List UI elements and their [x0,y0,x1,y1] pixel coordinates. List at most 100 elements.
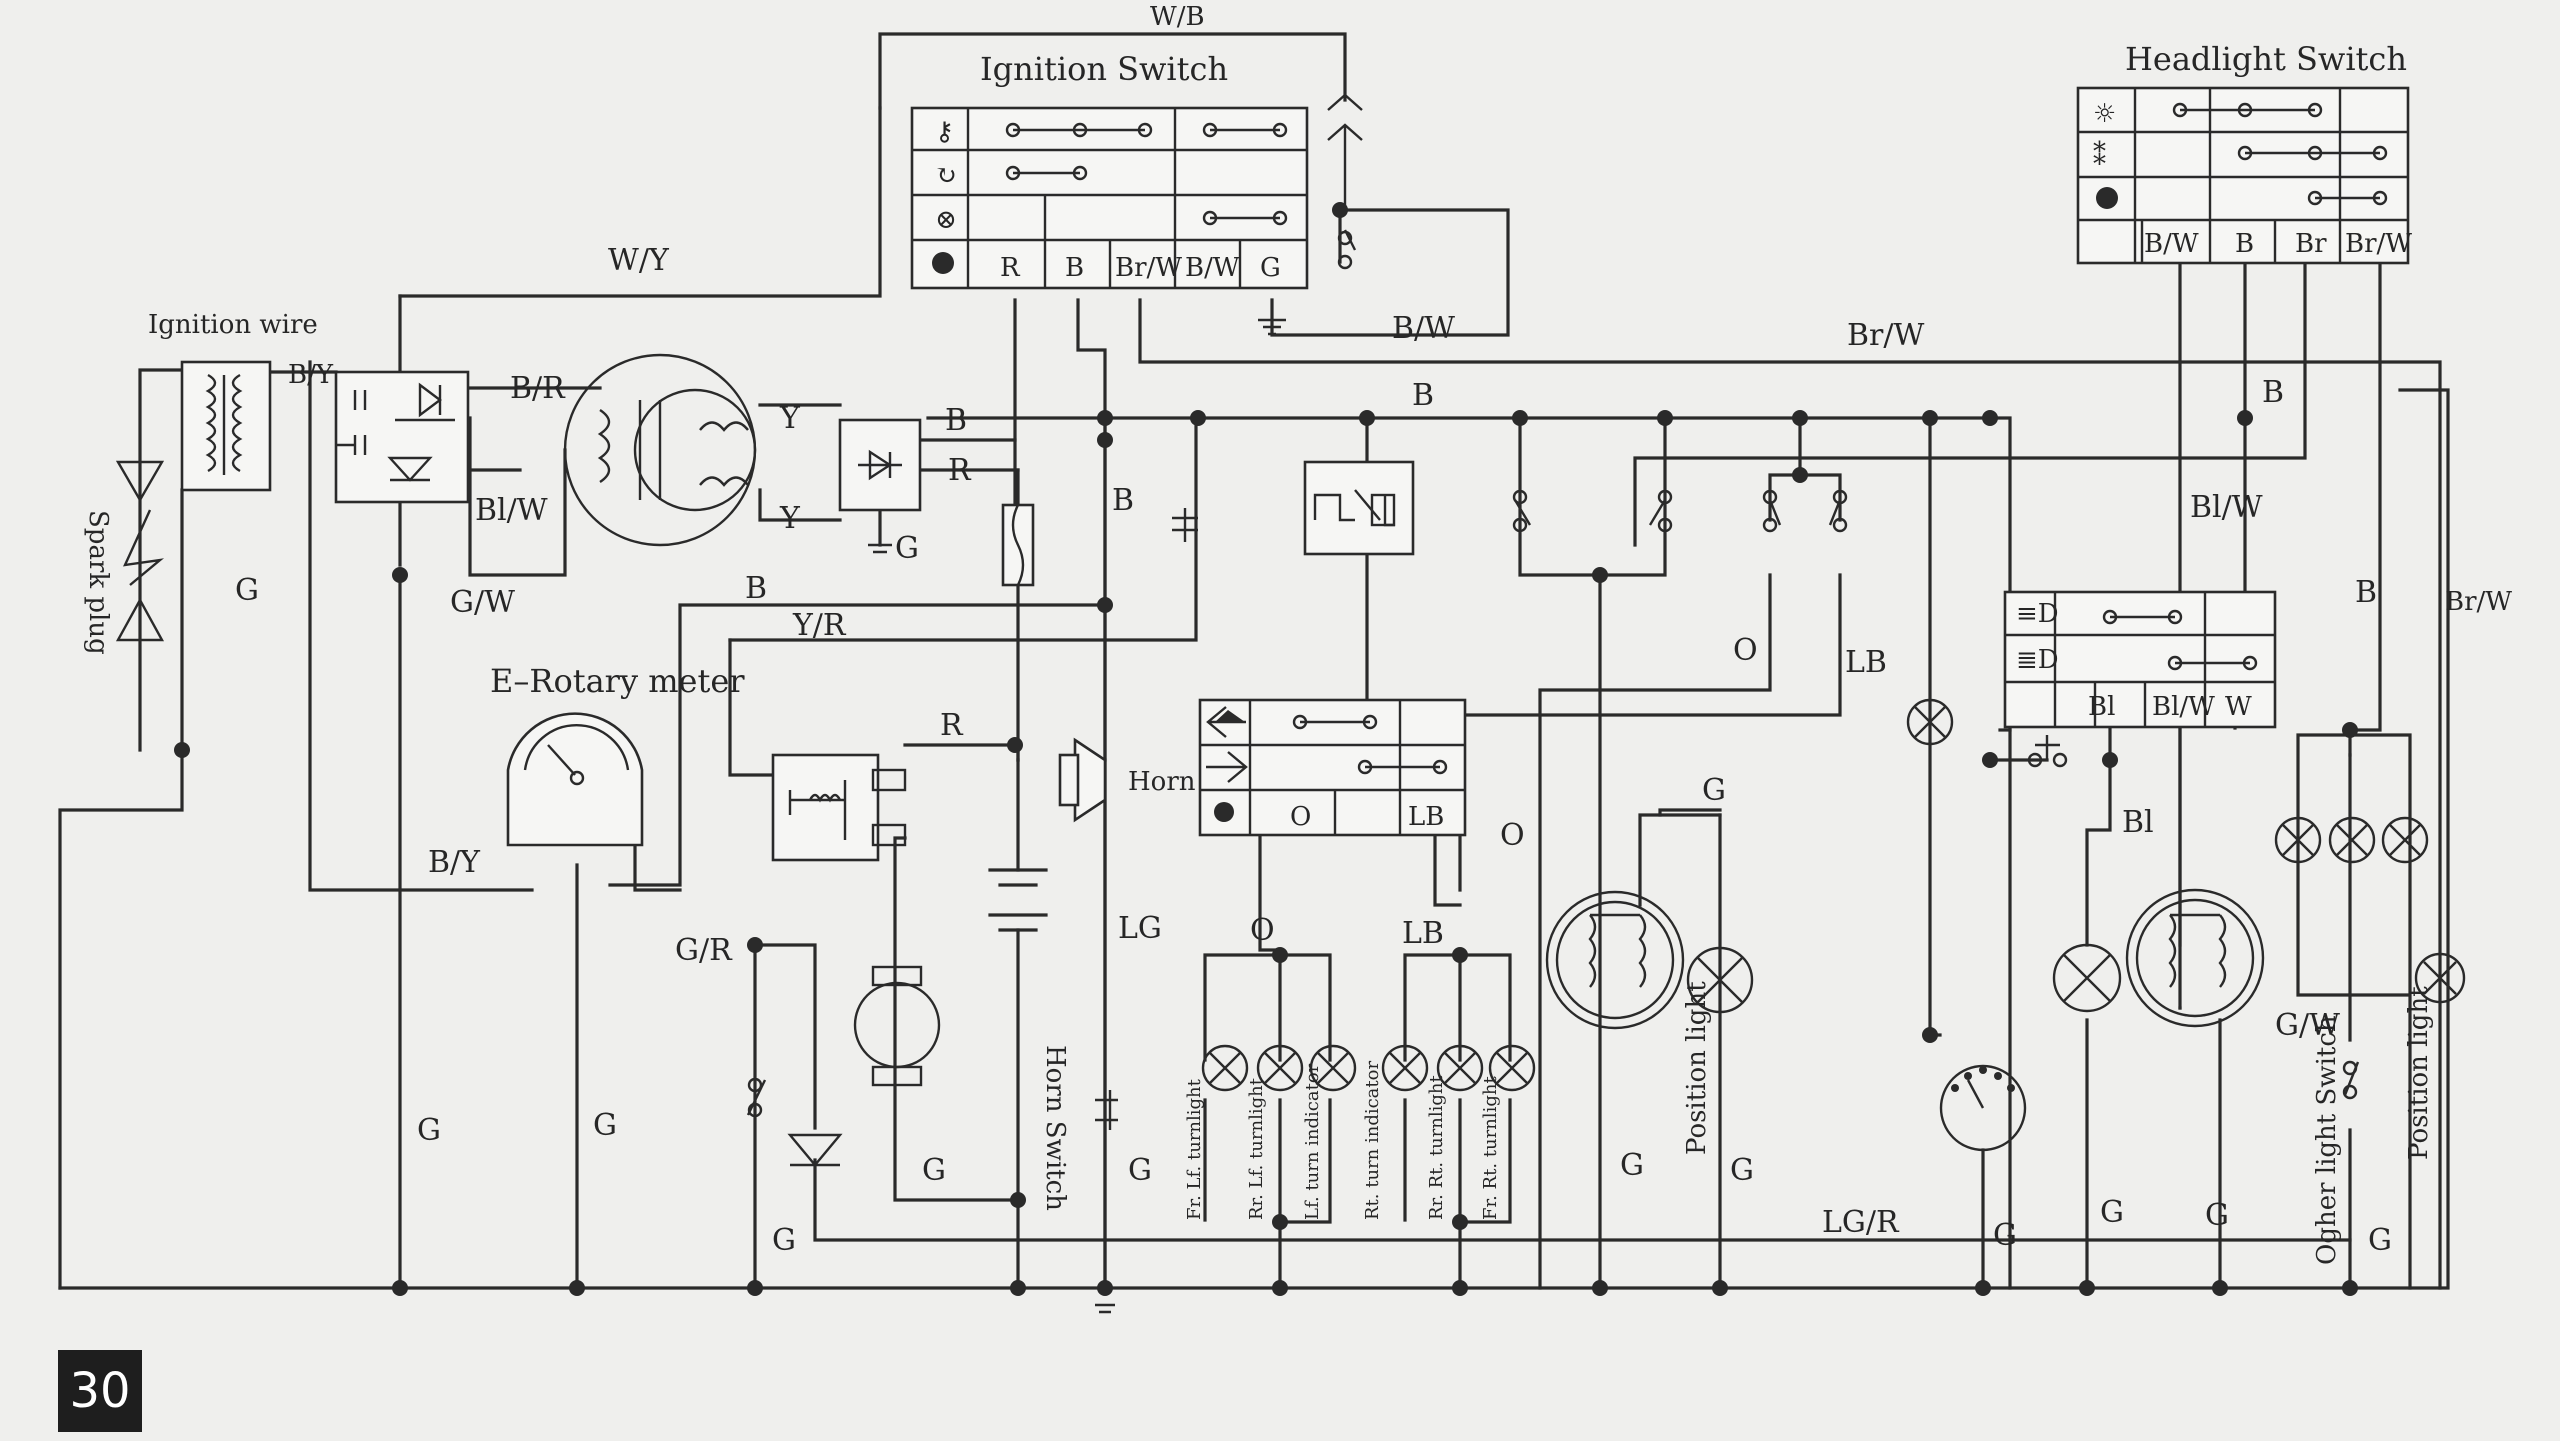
fuse-switch-left [1172,508,1198,542]
battery [988,868,1048,932]
hl-col-brw: Br/W [2345,229,2412,259]
dimmer-switch: ≡D ≣D Bl Bl/W W [2003,590,2277,729]
stator [563,353,757,547]
label-gr: G/R [675,933,733,968]
label-g-spark: G [235,573,259,608]
high-beam-icon: ≡D [2016,599,2059,629]
rotary-meter-label: E–Rotary meter [490,662,745,700]
label-b-left: B [745,571,767,606]
ign-col-g: G [1260,253,1281,283]
spark-plug: Spark plug [83,460,165,655]
label-by: B/Y [288,360,334,390]
rectifier [838,418,922,512]
label-r-starter: R [940,708,964,743]
label-r-rect: R [948,453,972,488]
label-y1: Y [779,401,801,436]
fuse [1001,503,1035,587]
e-rotary-meter: E–Rotary meter [490,662,745,847]
sun-icon: ☼ [2093,99,2116,129]
brake-light-switches [1512,489,1848,533]
speedometer-connector [1939,1064,2027,1152]
position-light-right-label: Position light [2404,986,2434,1160]
position-light-left-label: Position light [1682,981,1712,1155]
label-lg: LG [1118,911,1162,946]
low-beam-icon: ≣D [2016,645,2059,675]
ground-symbol [868,318,1286,1314]
page-number: 30 [58,1350,142,1432]
dim-col-w: W [2225,692,2252,722]
label-g-5: G [1128,1153,1152,1188]
passing-switch [2027,735,2068,768]
label-g-11: G [2368,1223,2392,1258]
horn-switch: Horn Switch [1040,1045,1118,1211]
label-by2: B/Y [428,845,481,880]
label-brw-top: Br/W [1847,318,1924,353]
label-g-2: G [593,1108,617,1143]
label-gw: G/W [450,585,515,620]
bulb-lf-ind: Lf. turn indicator [1302,1063,1323,1220]
label-g-1: G [417,1113,441,1148]
flasher-relay [1303,460,1415,556]
label-g-4: G [922,1153,946,1188]
label-b-right: B [2355,575,2377,610]
headlight-switch-title: Headlight Switch [2125,40,2407,78]
ign-col-bw: B/W [1185,253,1240,283]
bulb-fr-rt: Fr. Rt. turnlight [1480,1076,1501,1220]
label-b-top: B [945,403,967,438]
horn-label: Horn [1128,767,1196,797]
label-br: B/R [510,371,566,406]
label-g-10: G [2205,1198,2229,1233]
turn-col-o: O [1290,802,1311,832]
hl-col-br: Br [2295,229,2327,259]
label-wy: W/Y [608,243,670,278]
ign-col-b: B [1065,253,1084,283]
bulb-rr-lf: Rr. Lf. turnlight [1246,1077,1267,1220]
dim-col-blw: Bl/W [2152,692,2215,722]
indicator-lamp [1906,698,1954,746]
label-o-mid: O [1733,633,1758,668]
dim-col-bl: Bl [2088,692,2115,722]
diode [787,1133,843,1167]
label-lgr: LG/R [1822,1205,1900,1240]
label-g-6: G [1620,1148,1644,1183]
wires [58,32,2450,1290]
position-light-right: Position light [2404,952,2466,1160]
junction-dots [174,202,2358,1296]
label-g-3: G [772,1223,796,1258]
label-wb: W/B [1150,2,1205,32]
label-lb-mid: LB [1845,645,1887,680]
ignition-wire-label: Ignition wire [148,310,318,340]
bulb-rr-rt: Rr. Rt. turnlight [1426,1074,1447,1220]
kill-switch [1327,93,1363,270]
label-bl-head: Bl [2122,805,2154,840]
other-light-switch: Ogher light Switch [2312,1015,2360,1265]
starter-relay [771,753,907,862]
label-o-turn: O [1500,818,1525,853]
label-blw: Bl/W [475,493,548,528]
label-brw-right: Br/W [2445,587,2512,617]
label-g-7: G [1730,1153,1754,1188]
bulb-rt-ind: Rt. turn indicator [1362,1061,1383,1220]
hl-col-b: B [2235,229,2254,259]
rotate-icon: ↻ [935,161,957,191]
ignition-switch: ⚷ ↻ ⊗ Ignition Switch R B Br/W B/W G [910,50,1309,290]
label-g-9: G [2100,1195,2124,1230]
turn-signal-switch: O LB [1198,698,1467,837]
label-bw-ign: B/W [1392,311,1455,346]
turn-lamps: Fr. Lf. turnlight Rr. Lf. turnlight Lf. … [1184,1044,1536,1220]
label-blw-hl: Bl/W [2190,490,2263,525]
label-b-main: B [1412,378,1434,413]
label-y2: Y [779,501,801,536]
other-lamps [2274,733,2429,997]
parking-icon: ⁑ [2093,140,2106,172]
headlight-lamp [2052,888,2265,1028]
label-g-pos: G [1702,773,1726,808]
starter-motor [853,965,941,1087]
bulb-fr-lf: Fr. Lf. turnlight [1184,1078,1205,1220]
label-g-rect: G [895,531,919,566]
cdi-unit [334,370,470,504]
turn-col-lb: LB [1408,802,1444,832]
label-gw-right: G/W [2275,1008,2340,1043]
